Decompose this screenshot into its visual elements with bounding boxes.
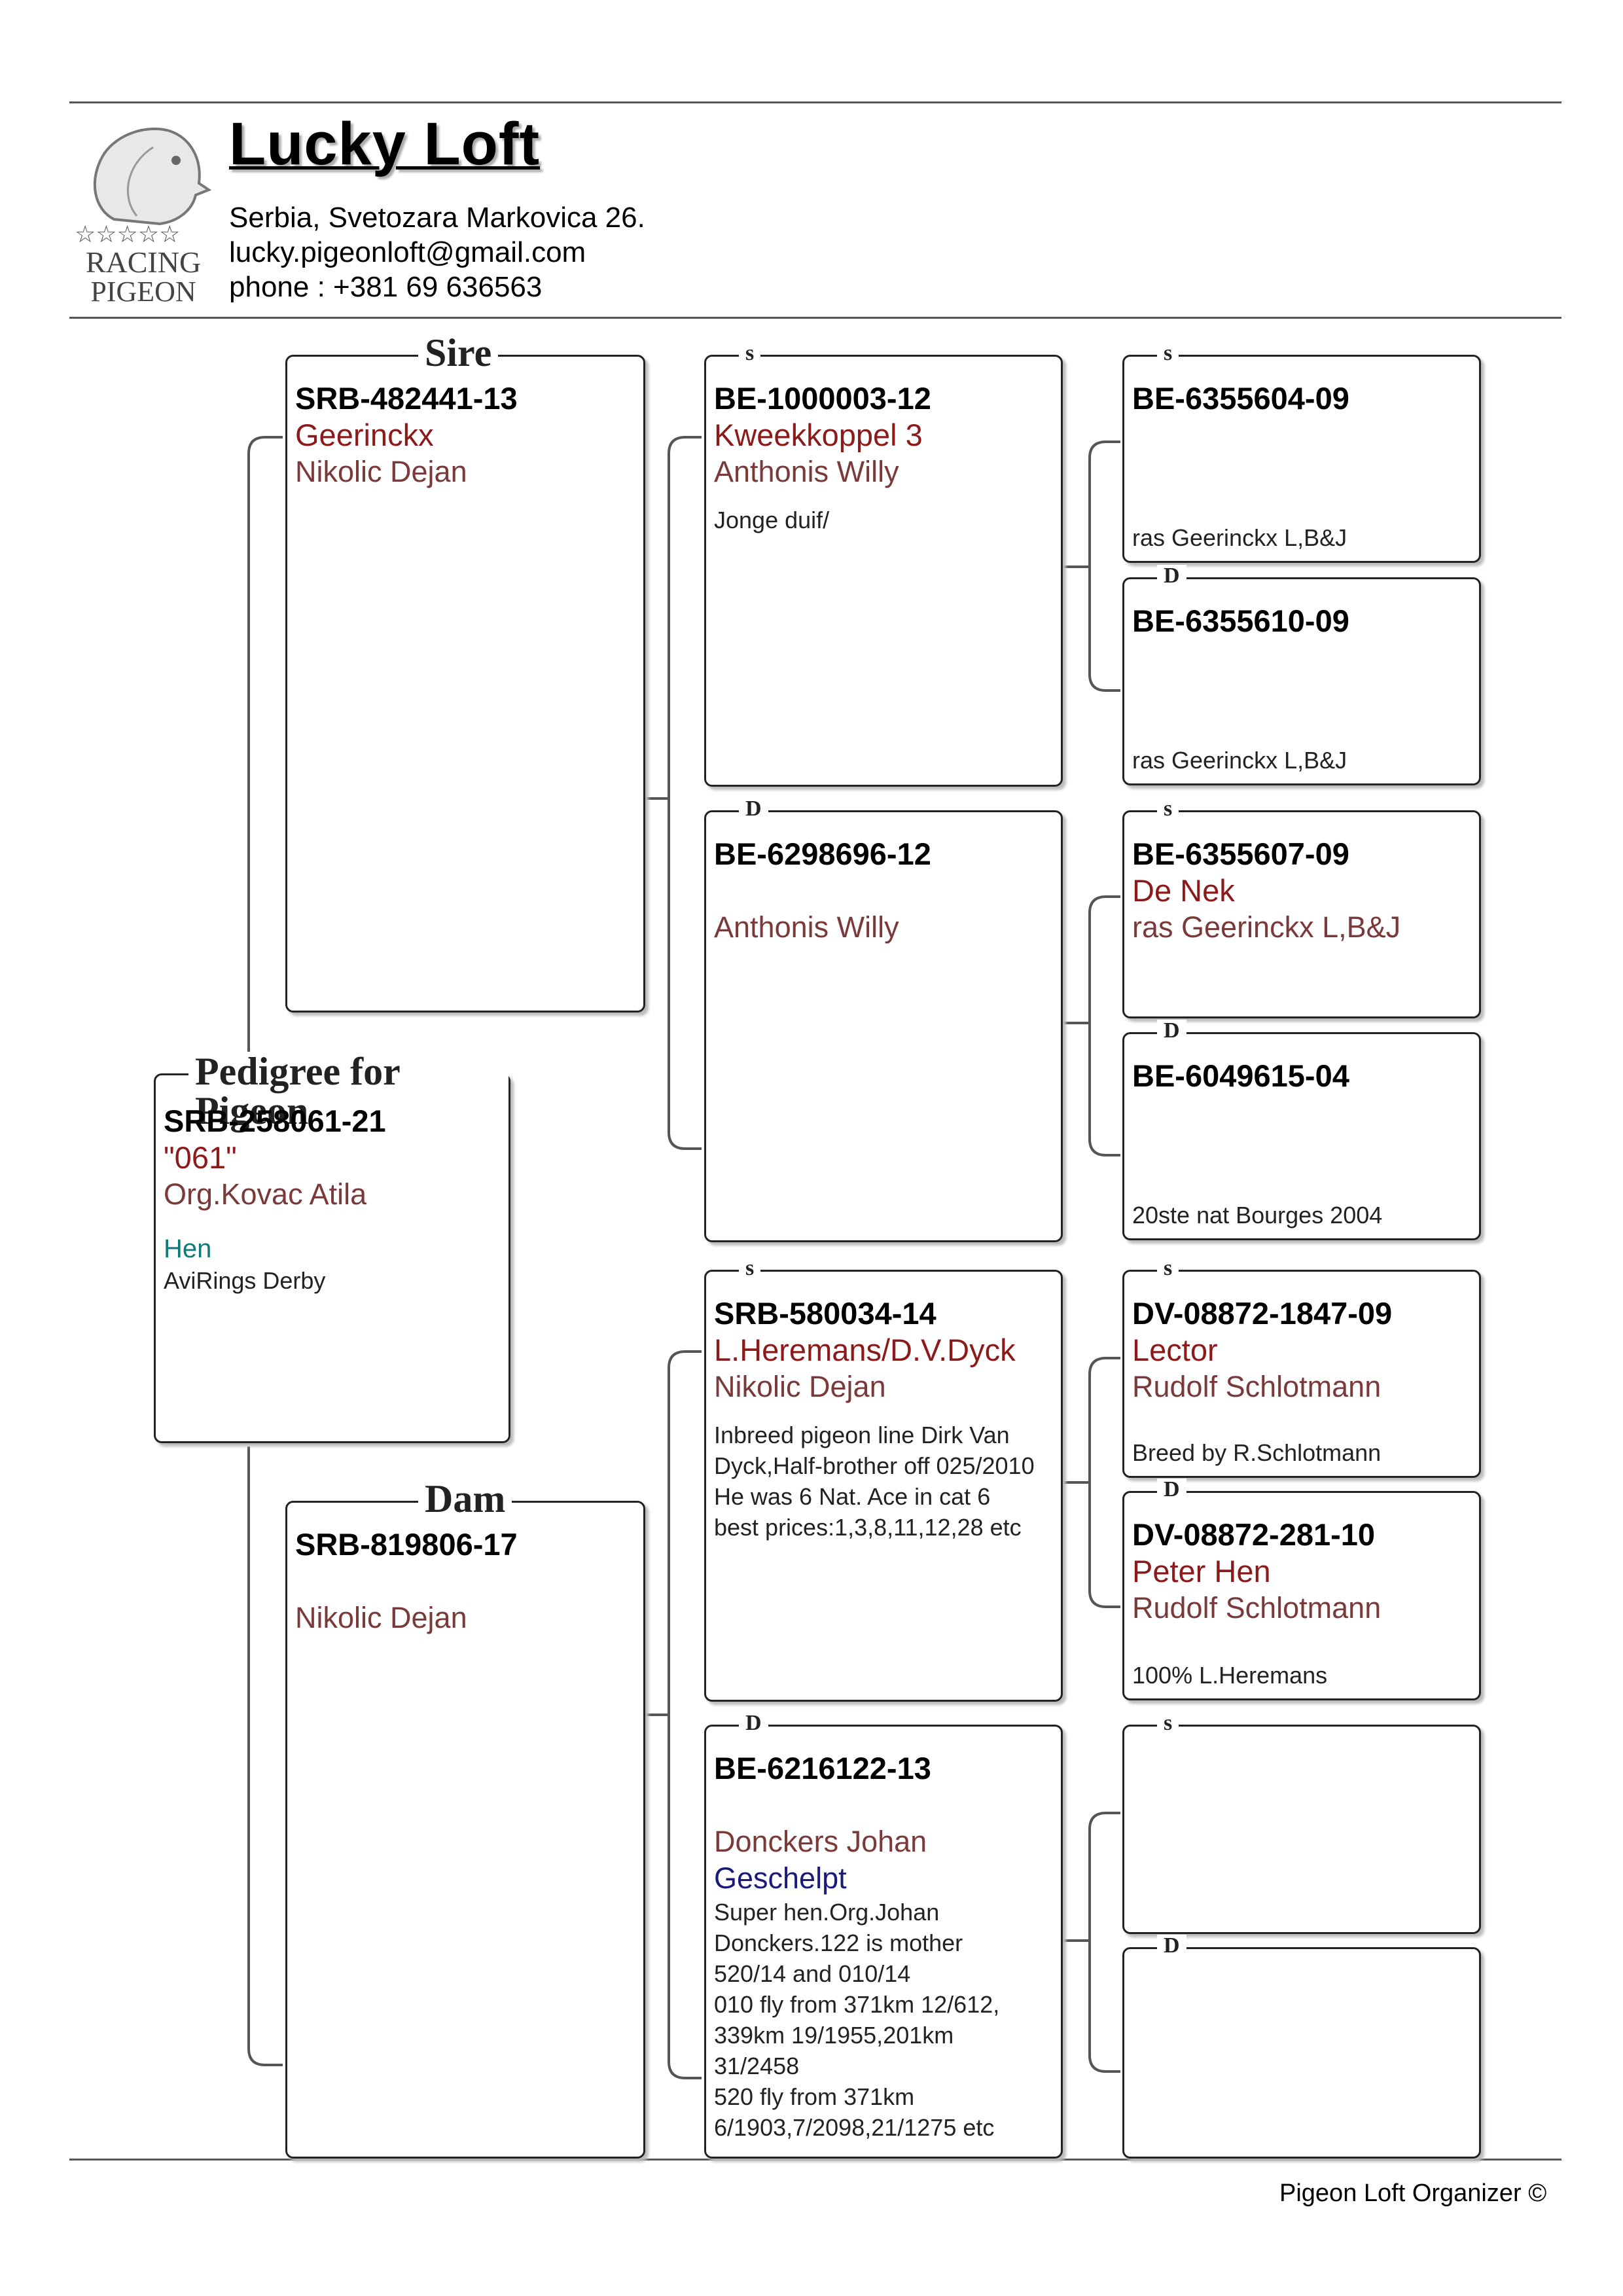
ds-breeder: Nikolic Dejan (714, 1370, 886, 1403)
subject-name: "061" (164, 1140, 237, 1175)
ssd-note: ras Geerinckx L,B&J (1132, 747, 1347, 774)
dd-note: 010 fly from 371km 12/612, (714, 1991, 1000, 2018)
dss-breeder: Rudolf Schlotmann (1132, 1370, 1382, 1403)
loft-email: lucky.pigeonloft@gmail.com (229, 236, 586, 268)
d-label: D (1157, 1935, 1186, 1957)
ds-note: best prices:1,3,8,11,12,28 etc (714, 1514, 1022, 1541)
svg-text:PIGEON: PIGEON (90, 276, 196, 308)
sd-ring: BE-6298696-12 (714, 836, 931, 871)
sdd-note: 20ste nat Bourges 2004 (1132, 1202, 1383, 1229)
sds-card: s BE-6355607-09 De Nek ras Geerinckx L,B… (1122, 798, 1481, 1018)
s-label: s (1157, 342, 1179, 365)
dd-color: Geschelpt (714, 1861, 847, 1895)
ssd-ring: BE-6355610-09 (1132, 603, 1349, 638)
dss-name: Lector (1132, 1333, 1218, 1367)
sss-card: s BE-6355604-09 ras Geerinckx L,B&J (1122, 342, 1481, 563)
svg-text:RACING: RACING (86, 245, 201, 279)
ds-note: He was 6 Nat. Ace in cat 6 (714, 1483, 991, 1510)
dd-note: 6/1903,7/2098,21/1275 etc (714, 2114, 995, 2141)
header-rule (69, 317, 1561, 319)
ddd-card: D (1122, 1935, 1481, 2159)
dd-note: 520/14 and 010/14 (714, 1960, 911, 1987)
sire-breeder: Nikolic Dejan (295, 455, 467, 488)
ss-name: Kweekkoppel 3 (714, 418, 923, 452)
sire-dam-card: D BE-6298696-12 Anthonis Willy (704, 798, 1063, 1242)
s-label: s (739, 342, 761, 365)
sire-ring: SRB-482441-13 (295, 381, 518, 416)
dd-ring: BE-6216122-13 (714, 1751, 931, 1785)
sds-breeder: ras Geerinckx L,B&J (1132, 910, 1401, 944)
dam-label: Dam (418, 1479, 512, 1518)
ds-note: Inbreed pigeon line Dirk Van (714, 1422, 1010, 1448)
dam-sire-card: s SRB-580034-14 L.Heremans/D.V.Dyck Niko… (704, 1257, 1063, 1702)
racing-pigeon-logo: ☆☆☆☆☆ RACING PIGEON (75, 127, 212, 308)
ss-ring: BE-1000003-12 (714, 381, 931, 416)
dam-dam-card: D BE-6216122-13 Donckers Johan Geschelpt… (704, 1712, 1063, 2159)
sss-ring: BE-6355604-09 (1132, 381, 1349, 416)
s-label: s (1157, 1257, 1179, 1280)
pedigree-label: Pedigree for Pigeon (188, 1052, 508, 1130)
dam-card: Dam SRB-819806-17 Nikolic Dejan (285, 1479, 645, 2159)
dss-ring: DV-08872-1847-09 (1132, 1296, 1393, 1331)
sire-name: Geerinckx (295, 418, 434, 452)
dsd-card: D DV-08872-281-10 Peter Hen Rudolf Schlo… (1122, 1479, 1481, 1700)
loft-address: Serbia, Svetozara Markovica 26. (229, 202, 645, 234)
dd-breeder: Donckers Johan (714, 1825, 927, 1858)
dss-note: Breed by R.Schlotmann (1132, 1439, 1382, 1466)
dd-note: Super hen.Org.Johan (714, 1899, 940, 1926)
sds-ring: BE-6355607-09 (1132, 836, 1349, 871)
dd-note: 339km 19/1955,201km (714, 2022, 954, 2049)
subject-rings: AviRings Derby (164, 1267, 326, 1294)
dd-note: Donckers.122 is mother (714, 1929, 963, 1956)
dsd-note: 100% L.Heremans (1132, 1662, 1328, 1689)
subject-sex: Hen (164, 1234, 212, 1263)
loft-name: Lucky Loft (229, 111, 541, 177)
sds-name: De Nek (1132, 873, 1235, 908)
d-label: D (739, 798, 768, 820)
svg-text:☆☆☆☆☆: ☆☆☆☆☆ (75, 221, 180, 248)
sire-card: Sire SRB-482441-13 Geerinckx Nikolic Dej… (285, 333, 645, 1013)
ds-name: L.Heremans/D.V.Dyck (714, 1333, 1016, 1367)
d-label: D (739, 1712, 768, 1734)
ds-ring: SRB-580034-14 (714, 1296, 936, 1331)
footer-rule (69, 2159, 1561, 2161)
ss-note: Jonge duif/ (714, 507, 830, 533)
loft-phone: phone : +381 69 636563 (229, 271, 543, 303)
dsd-breeder: Rudolf Schlotmann (1132, 1591, 1382, 1624)
sdd-card: D BE-6049615-04 20ste nat Bourges 2004 (1122, 1020, 1481, 1240)
d-label: D (1157, 1479, 1186, 1501)
dam-breeder: Nikolic Dejan (295, 1601, 467, 1634)
sss-note: ras Geerinckx L,B&J (1132, 524, 1347, 551)
footer-credit: Pigeon Loft Organizer © (1279, 2179, 1547, 2207)
s-label: s (739, 1257, 761, 1280)
dss-card: s DV-08872-1847-09 Lector Rudolf Schlotm… (1122, 1257, 1481, 1478)
ss-breeder: Anthonis Willy (714, 455, 899, 488)
top-rule (69, 101, 1561, 103)
dam-ring: SRB-819806-17 (295, 1527, 518, 1562)
s-label: s (1157, 798, 1179, 820)
dds-card: s (1122, 1712, 1481, 1934)
dd-note: 520 fly from 371km (714, 2083, 915, 2110)
sd-breeder: Anthonis Willy (714, 910, 899, 944)
sdd-ring: BE-6049615-04 (1132, 1058, 1349, 1093)
dsd-name: Peter Hen (1132, 1554, 1271, 1588)
subject-breeder: Org.Kovac Atila (164, 1177, 367, 1211)
s-label: s (1157, 1712, 1179, 1734)
d-label: D (1157, 1020, 1186, 1042)
ssd-card: D BE-6355610-09 ras Geerinckx L,B&J (1122, 565, 1481, 785)
dd-note: 31/2458 (714, 2053, 800, 2079)
subject-ring: SRB-258061-21 (164, 1103, 386, 1138)
dsd-ring: DV-08872-281-10 (1132, 1517, 1376, 1552)
ds-note: Dyck,Half-brother off 025/2010 (714, 1452, 1035, 1479)
d-label: D (1157, 565, 1186, 587)
sire-label: Sire (418, 333, 499, 372)
subject-pigeon-card: Pedigree for Pigeon SRB-258061-21 "061" … (154, 1052, 510, 1443)
sire-sire-card: s BE-1000003-12 Kweekkoppel 3 Anthonis W… (704, 342, 1063, 787)
